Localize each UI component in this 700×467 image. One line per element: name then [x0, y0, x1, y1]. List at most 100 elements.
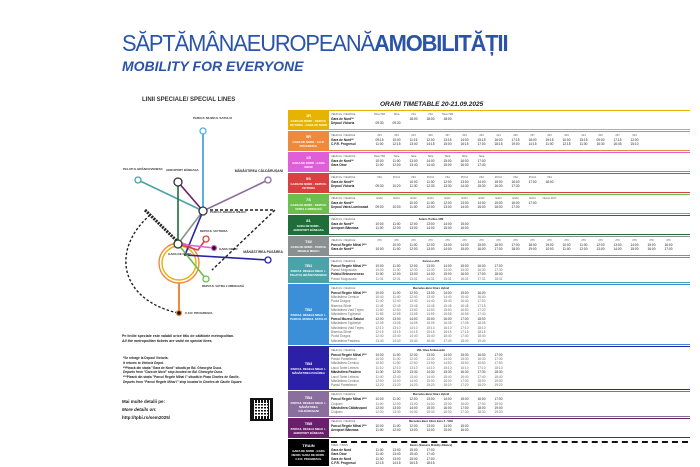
departure-time: 15:00: [443, 162, 452, 167]
departure-time: 16:00: [494, 242, 503, 247]
departure-time: 12:00: [409, 397, 418, 402]
vehicle-label: VEHICUL / VEHICLE: [331, 420, 356, 424]
stop-name: Gara de Nord: [331, 448, 352, 453]
departure-time: 12:40: [375, 334, 384, 339]
departure-time: 17:10: [460, 325, 469, 330]
line-number: 81: [306, 218, 311, 223]
stop-name: Parcul Pantelimon: [331, 383, 357, 388]
departure-time: 12:00: [426, 137, 435, 142]
departure-time: 14:15: [426, 141, 435, 146]
details-link[interactable]: http://tpbi.ro/sem2025/: [122, 415, 171, 420]
vehicle-type: 204: [547, 133, 552, 137]
departure-time: 18:00: [545, 179, 554, 184]
departure-time: 16:00: [477, 263, 486, 268]
departure-time: 14:50: [443, 361, 452, 366]
vehicle-type: V3A: [428, 112, 433, 116]
departure-time: 13:15: [392, 330, 401, 335]
stop-name: Mănăstirea Cernica: [331, 294, 359, 299]
departure-time: 12:50: [392, 308, 401, 313]
departure-time: 16:05: [443, 321, 452, 326]
vehicle-type: 200: [598, 133, 603, 137]
departure-time: 13:31: [409, 276, 418, 281]
vehicle-type: 204: [479, 133, 484, 137]
departure-time: 11:15: [409, 137, 418, 142]
departure-time: 16:30: [477, 267, 486, 272]
note: It returns to Victoria Depot.: [123, 360, 164, 365]
vehicle-type: 270: [666, 238, 671, 242]
stop-name: Gara Obor: [331, 452, 347, 457]
stop-name: Parcul Pantelimon: [331, 357, 357, 361]
special-lines-title: LINII SPECIALE/ SPECIAL LINES: [142, 97, 236, 103]
departure-time: 14:00: [443, 352, 452, 357]
departure-time: 13:00: [426, 352, 435, 357]
departure-time: 18:15: [426, 461, 435, 466]
departure-time: 17:00: [477, 299, 486, 304]
departure-time: 12:15: [375, 330, 384, 335]
departure-time: 11:00: [392, 424, 401, 429]
departure-time: 18:20: [477, 383, 486, 388]
departure-time: 12:31: [392, 276, 401, 281]
stop-name: Gara de Nord**: [331, 221, 354, 226]
departure-time: 15:00: [409, 448, 418, 453]
vehicle-type: E104: [495, 196, 502, 200]
departure-time: 16:20: [443, 383, 452, 388]
departure-time: 15:00: [477, 242, 486, 247]
departure-time: 19:00: [545, 242, 554, 247]
departure-time: 15:40: [443, 374, 452, 379]
departure-time: 16:00: [460, 428, 469, 433]
line-number: TB3: [304, 360, 313, 366]
departure-time: 18:00: [409, 116, 418, 121]
departure-time: 17:00: [494, 263, 503, 268]
vehicle-type: V3A: [411, 112, 416, 116]
departure-time: 14:00: [460, 204, 469, 209]
vehicle-type: Tatra: [427, 154, 434, 158]
departure-time: 17:00: [528, 179, 537, 184]
vehicle-type: 270: [462, 238, 467, 242]
departure-time: 16:30: [596, 141, 605, 146]
departure-time: 18:30: [494, 370, 503, 375]
departure-time: 17:40: [477, 162, 486, 167]
line-route: GARA DE NORD - DEPOUL VATRA LUMINOASĂ: [290, 203, 327, 211]
network-map: PARCUL MUZEUL SATULUI AEROPORT BĂNEASA P…: [123, 116, 284, 317]
departure-time: 13:20: [392, 383, 401, 388]
departure-time: 13:55: [409, 312, 418, 317]
departure-time: 10:00: [562, 242, 571, 247]
departure-time: 18:00: [494, 272, 503, 277]
stop-name: Depoul Victoria: [331, 183, 355, 188]
departure-time: 17:30: [494, 357, 503, 361]
line-number: 5R: [305, 134, 312, 139]
stop-name: Mănăstirea Țigănești: [331, 312, 361, 317]
departure-time: 16:00: [460, 272, 469, 277]
vehicle-type: 204: [564, 133, 569, 137]
departure-time: 10:00: [375, 158, 384, 163]
departure-time: 14:00: [426, 272, 435, 277]
vehicle-type: E102: [376, 196, 383, 200]
vehicle-type: Tatra: [444, 154, 451, 158]
departure-time: 18:00: [477, 316, 486, 321]
departure-time: 15:00: [443, 401, 452, 406]
departure-time: 16:00: [477, 246, 486, 251]
qr-code[interactable]: [250, 398, 273, 421]
vehicle-type: 270: [649, 238, 654, 242]
departure-time: 09:30: [392, 120, 401, 125]
vehicle-type: V3A: [377, 175, 382, 179]
departure-time: 14:40: [426, 374, 435, 379]
departure-time: 14:00: [409, 316, 418, 321]
map-label-muzeul: PARCUL MUZEUL SATULUI: [193, 116, 232, 120]
departure-time: 11:00: [426, 179, 435, 184]
departure-time: 17:05: [460, 321, 469, 326]
departure-time: 13:40: [375, 338, 384, 343]
